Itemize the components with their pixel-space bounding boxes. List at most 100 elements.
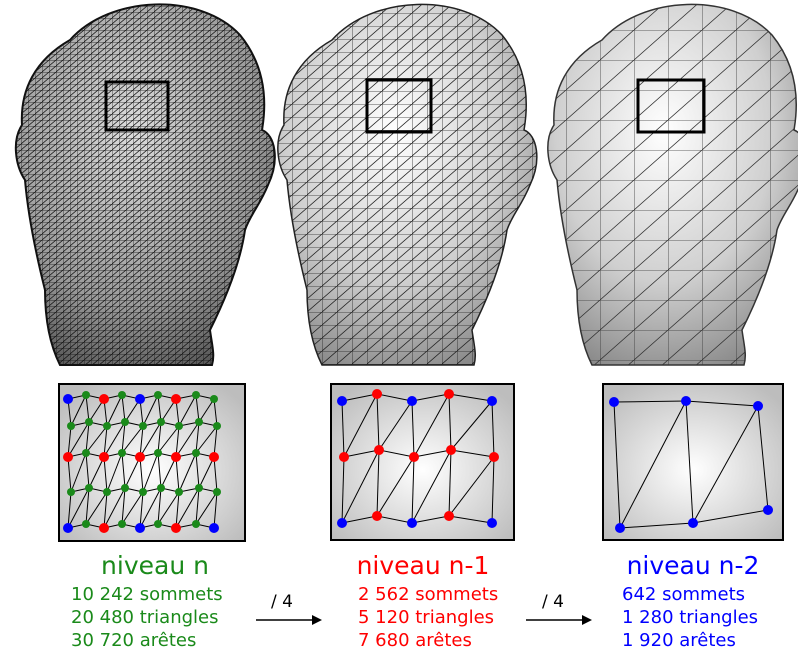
mesh-edge bbox=[139, 421, 162, 458]
triangle-count: 20 480 triangles bbox=[71, 607, 219, 628]
mesh-edge bbox=[411, 456, 415, 524]
mesh-vertex bbox=[121, 484, 129, 492]
mesh-edge bbox=[692, 405, 759, 524]
mesh-edge bbox=[178, 452, 197, 493]
mesh-vertex bbox=[339, 452, 349, 462]
mesh-edge bbox=[376, 456, 415, 517]
mesh-edge bbox=[157, 394, 162, 423]
mesh-vertex bbox=[213, 488, 221, 496]
mesh-vertex bbox=[487, 396, 497, 406]
mesh-edge bbox=[142, 394, 159, 427]
mesh-edge bbox=[448, 393, 452, 451]
zoom-region-box bbox=[636, 78, 706, 134]
mesh-vertex bbox=[615, 523, 625, 533]
mesh-vertex bbox=[135, 523, 145, 533]
mesh-vertex bbox=[82, 520, 90, 528]
mesh-edge bbox=[378, 400, 413, 451]
mesh-edge bbox=[142, 452, 159, 493]
mesh-edge bbox=[450, 449, 495, 458]
mesh-vertex bbox=[139, 488, 147, 496]
mesh-vertex bbox=[85, 484, 93, 492]
mesh-edge bbox=[413, 393, 450, 458]
mesh-edge bbox=[341, 456, 345, 524]
mesh-edge bbox=[213, 398, 218, 427]
mesh-vertex bbox=[63, 523, 73, 533]
mesh-vertex bbox=[210, 395, 218, 403]
mesh-vertex bbox=[175, 488, 183, 496]
mesh-vertex bbox=[99, 394, 109, 404]
mesh-vertex bbox=[192, 520, 200, 528]
zoom-panels bbox=[58, 383, 784, 542]
mesh-vertex bbox=[154, 391, 162, 399]
mesh-vertex bbox=[681, 396, 691, 406]
mesh-edge bbox=[106, 394, 123, 427]
mesh-edge bbox=[613, 400, 687, 403]
mesh-vertex bbox=[446, 445, 456, 455]
mesh-edge bbox=[195, 452, 200, 489]
mesh-edge bbox=[85, 491, 108, 525]
mesh-vertex bbox=[444, 389, 454, 399]
mesh-edge bbox=[341, 400, 345, 458]
mesh-edge bbox=[67, 425, 72, 458]
mesh-edge bbox=[88, 456, 105, 489]
edge-count: 30 720 arêtes bbox=[71, 630, 197, 651]
arrow-icon bbox=[256, 615, 322, 625]
mesh-edge bbox=[85, 394, 90, 423]
head-mesh-figures bbox=[14, 3, 798, 367]
mesh-vertex bbox=[118, 449, 126, 457]
mesh-edge bbox=[175, 421, 200, 458]
mesh-vertex bbox=[688, 518, 698, 528]
mesh-vertex bbox=[171, 394, 181, 404]
mesh-edge bbox=[341, 449, 380, 524]
zoom-panel-level-n-2 bbox=[602, 383, 784, 541]
mesh-vertex bbox=[209, 452, 219, 462]
mesh-vertex bbox=[85, 418, 93, 426]
mesh-vertex bbox=[171, 523, 181, 533]
mesh-vertex bbox=[121, 418, 129, 426]
mesh-edge bbox=[157, 425, 180, 454]
mesh-edge bbox=[411, 393, 450, 402]
mesh-edge bbox=[195, 421, 200, 454]
mesh-vertex bbox=[67, 488, 75, 496]
mesh-vertex bbox=[195, 418, 203, 426]
mesh-vertex bbox=[175, 422, 183, 430]
mesh-vertex bbox=[63, 452, 73, 462]
mesh-vertex bbox=[763, 505, 773, 515]
mesh-edge bbox=[692, 509, 769, 524]
mesh-edge bbox=[103, 487, 126, 529]
mesh-edge bbox=[124, 456, 141, 489]
triangle-count: 1 280 triangles bbox=[622, 607, 759, 628]
mesh-edge bbox=[157, 491, 180, 525]
mesh-edge bbox=[198, 456, 215, 489]
mesh-edge bbox=[103, 456, 108, 493]
mesh-edge bbox=[376, 393, 413, 402]
mesh-vertex bbox=[374, 445, 384, 455]
head-mesh-level-n-1 bbox=[277, 3, 538, 366]
mesh-vertex bbox=[135, 394, 145, 404]
zoom-region-box bbox=[365, 78, 433, 134]
mesh-vertex bbox=[209, 523, 219, 533]
mesh-edge bbox=[613, 401, 621, 529]
mesh-edge bbox=[213, 491, 218, 529]
mesh-edge bbox=[160, 456, 177, 489]
zoom-panel-level-n-1 bbox=[330, 383, 515, 541]
mesh-edge bbox=[376, 515, 413, 524]
mesh-edge bbox=[195, 487, 200, 525]
stats-level-n-2: 642 sommets 1 280 triangles 1 920 arêtes bbox=[622, 583, 758, 652]
mesh-edge bbox=[121, 452, 126, 489]
zoom-region-box bbox=[104, 80, 170, 132]
mesh-vertex bbox=[118, 391, 126, 399]
mesh-vertex bbox=[195, 484, 203, 492]
mesh-edge bbox=[85, 425, 108, 454]
mesh-edge bbox=[411, 400, 415, 458]
mesh-vertex bbox=[103, 488, 111, 496]
mesh-vertex bbox=[99, 523, 109, 533]
mesh-edge bbox=[121, 421, 126, 454]
mesh-vertex bbox=[139, 422, 147, 430]
level-title-n-1: niveau n-1 bbox=[356, 551, 490, 580]
mesh-edge bbox=[103, 491, 108, 529]
mesh-edge bbox=[178, 394, 197, 427]
mesh-edge bbox=[121, 425, 144, 454]
mesh-vertex bbox=[444, 511, 454, 521]
mesh-edge bbox=[106, 452, 123, 493]
